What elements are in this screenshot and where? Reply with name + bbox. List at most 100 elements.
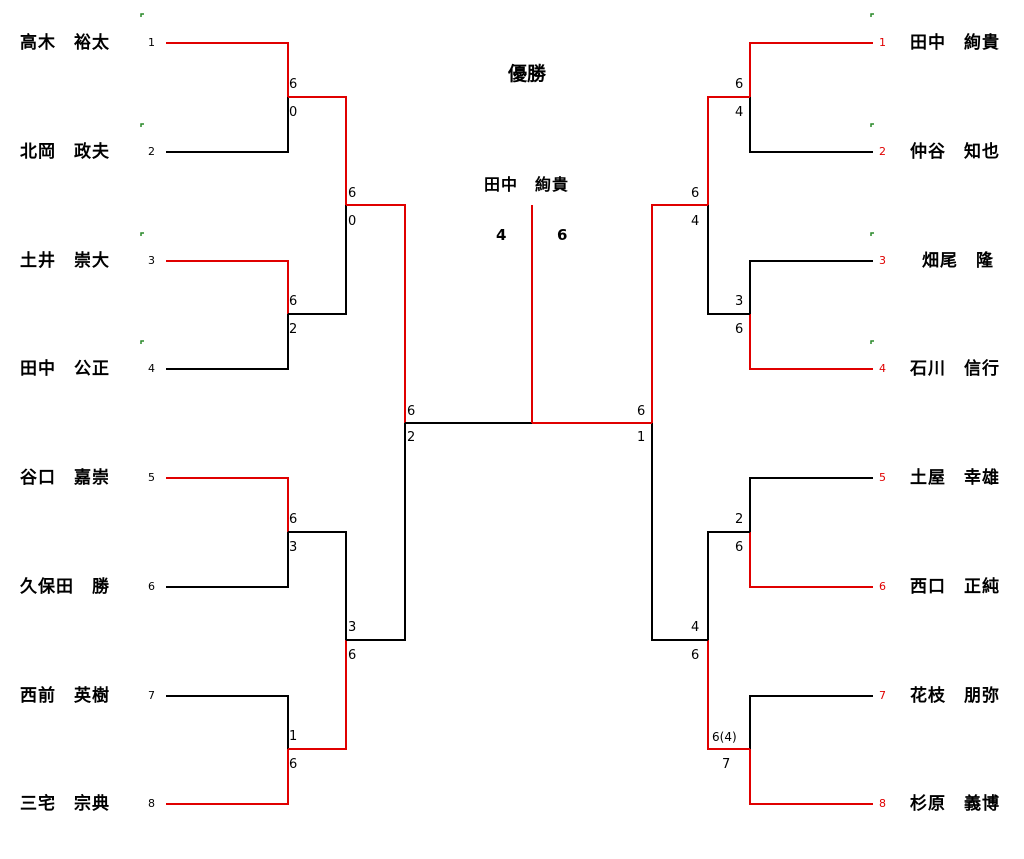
player-name: 土屋 幸雄: [910, 468, 1000, 488]
bracket-line: [346, 204, 406, 423]
bracket-line: [749, 695, 873, 749]
player-name: 北岡 政夫: [20, 142, 110, 162]
score: 6: [289, 512, 298, 527]
score: 2: [289, 322, 298, 337]
seed-number: 1: [148, 36, 155, 49]
bracket-line: [166, 477, 289, 532]
player-name: 三宅 宗典: [20, 794, 110, 814]
score: 6: [289, 757, 298, 772]
score: 6: [637, 404, 646, 419]
bracket-line: [288, 531, 347, 640]
player-name: 杉原 義博: [910, 794, 1000, 814]
seed-number: 1: [879, 36, 886, 49]
score: 2: [735, 512, 744, 527]
bracket-line: [749, 749, 873, 805]
score: 0: [348, 214, 357, 229]
seed-number: 2: [148, 145, 155, 158]
score: 6: [735, 540, 744, 555]
score: 6: [407, 404, 416, 419]
seed-number: 5: [879, 471, 886, 484]
bracket-line: [749, 42, 873, 97]
bracket-line: [707, 96, 750, 205]
score: 3: [735, 294, 744, 309]
corner-mark: [870, 232, 874, 236]
score: 7: [722, 757, 731, 772]
player-name: 土井 崇大: [20, 251, 110, 271]
score: 6: [691, 186, 700, 201]
seed-number: 4: [879, 362, 886, 375]
seed-number: 3: [148, 254, 155, 267]
player-name: 畑尾 隆: [922, 251, 994, 271]
score: 6: [348, 186, 357, 201]
score: 6(4): [712, 730, 737, 744]
score: 4: [735, 105, 744, 120]
score: 1: [289, 729, 298, 744]
score: 6: [289, 77, 298, 92]
corner-mark: [870, 13, 874, 17]
score: 1: [637, 430, 646, 445]
corner-mark: [140, 13, 144, 17]
seed-number: 8: [148, 797, 155, 810]
bracket-line: [707, 205, 750, 315]
score: 4: [691, 214, 700, 229]
bracket-line: [166, 314, 289, 370]
seed-number: 7: [148, 689, 155, 702]
bracket-line: [749, 97, 873, 153]
score: 3: [289, 540, 298, 555]
bracket-line: [651, 423, 708, 641]
score: 6: [735, 77, 744, 92]
player-name: 花枝 朋弥: [910, 686, 1000, 706]
score: 4: [691, 620, 700, 635]
seed-number: 2: [879, 145, 886, 158]
seed-number: 4: [148, 362, 155, 375]
corner-mark: [140, 232, 144, 236]
score: 6: [348, 648, 357, 663]
seed-number: 6: [148, 580, 155, 593]
bracket-line: [166, 97, 289, 153]
score: 2: [407, 430, 416, 445]
score: 3: [348, 620, 357, 635]
player-name: 石川 信行: [910, 359, 1000, 379]
seed-number: 7: [879, 689, 886, 702]
player-name: 久保田 勝: [20, 577, 110, 597]
page-title: 優勝: [508, 63, 547, 85]
bracket-line: [749, 260, 873, 314]
bracket-line: [166, 260, 289, 314]
corner-mark: [140, 123, 144, 127]
bracket-line: [166, 749, 289, 805]
corner-mark: [870, 340, 874, 344]
player-name: 田中 公正: [20, 359, 110, 379]
corner-mark: [140, 340, 144, 344]
seed-number: 3: [879, 254, 886, 267]
player-name: 西前 英樹: [20, 686, 110, 706]
player-name: 西口 正純: [910, 577, 1000, 597]
bracket-line: [166, 532, 289, 588]
bracket-line: [288, 640, 347, 750]
score: 6: [691, 648, 700, 663]
seed-number: 8: [879, 797, 886, 810]
bracket-line: [651, 204, 708, 423]
bracket-line: [749, 477, 873, 532]
bracket-line: [707, 640, 750, 750]
seed-number: 6: [879, 580, 886, 593]
final-score-left: 4: [496, 226, 507, 244]
score: 6: [735, 322, 744, 337]
player-name: 田中 絢貴: [910, 33, 1000, 53]
champion-name: 田中 絢貴: [484, 175, 570, 194]
bracket-line: [707, 531, 750, 640]
bracket-line: [288, 96, 347, 205]
score: 6: [289, 294, 298, 309]
bracket-line: [166, 695, 289, 749]
corner-mark: [870, 123, 874, 127]
player-name: 谷口 嘉崇: [20, 468, 110, 488]
bracket-line: [288, 205, 347, 315]
score: 0: [289, 105, 298, 120]
bracket-line: [749, 314, 873, 370]
bracket-line: [749, 532, 873, 588]
final-score-right: 6: [557, 226, 568, 244]
seed-number: 5: [148, 471, 155, 484]
player-name: 高木 裕太: [20, 33, 110, 53]
player-name: 仲谷 知也: [910, 142, 1000, 162]
bracket-line: [166, 42, 289, 97]
